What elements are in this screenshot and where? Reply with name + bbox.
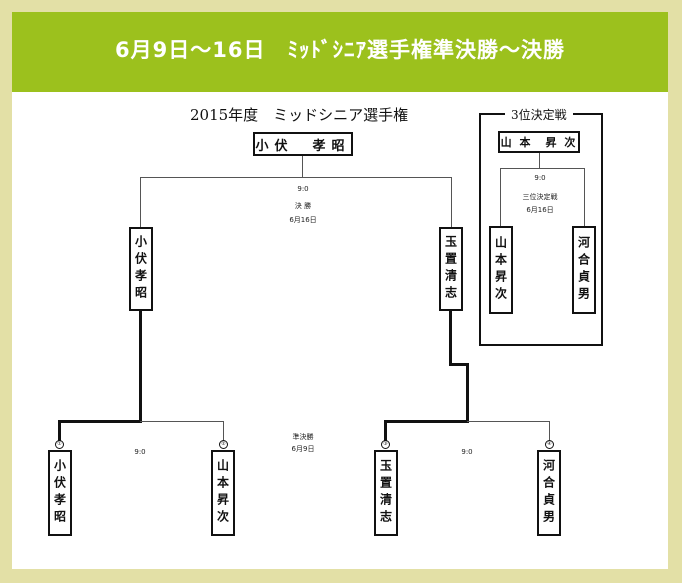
final-date: 6月16日 [289, 216, 317, 224]
banner-title: 6月9日～16日 ﾐｯﾄﾞｼﾆｱ選手権準決勝～決勝 [115, 38, 565, 62]
semi-right-winner-v1 [449, 311, 452, 365]
semi-right-loser-v [549, 421, 550, 445]
final-left-drop [140, 177, 141, 227]
seed-1-marker: ① [55, 440, 64, 449]
third-player-left: 山本昇次 [489, 226, 513, 314]
player-box: 小伏孝昭 [48, 450, 72, 536]
semi-right-winner-h2 [384, 420, 469, 423]
finalist-right: 玉置清志 [439, 227, 463, 311]
seed-4-marker: ④ [545, 440, 554, 449]
semi-right-winner-v3 [384, 420, 387, 445]
final-right-drop [451, 177, 452, 227]
semi-left-winner-v1 [139, 311, 142, 422]
finalist-left: 小伏孝昭 [129, 227, 153, 311]
third-right-drop [584, 168, 585, 226]
third-player-right: 河合貞男 [572, 226, 596, 314]
semi-round-label: 準決勝 [292, 433, 314, 441]
semi-right-loser-h [467, 421, 550, 422]
semi-left-loser-h [140, 421, 224, 422]
page-frame: 6月9日～16日 ﾐｯﾄﾞｼﾆｱ選手権準決勝～決勝 [12, 12, 668, 569]
player-box: 山本昇次 [211, 450, 235, 536]
player-box: 河合貞男 [537, 450, 561, 536]
semi-left-winner-v2 [58, 420, 61, 445]
champion-box: 小伏 孝昭 [253, 132, 353, 156]
semi-left-loser-v [223, 421, 224, 445]
third-round-label: 三位決定戦 [522, 193, 558, 201]
third-connector [539, 153, 540, 168]
semi-date: 6月9日 [291, 445, 315, 453]
seed-2-marker: ② [219, 440, 228, 449]
bracket-title: 2015年度 ミッドシニア選手権 [190, 106, 409, 124]
seed-3-marker: ③ [381, 440, 390, 449]
semi-right-score: 9:0 [461, 448, 473, 456]
final-round-label: 決 勝 [294, 202, 312, 210]
champion-connector [302, 156, 303, 178]
third-h-line [500, 168, 585, 169]
third-date: 6月16日 [526, 206, 554, 214]
third-place-winner-box: 山 本 昇 次 [498, 131, 580, 153]
final-score: 9:0 [297, 185, 309, 193]
semi-left-winner-h [58, 420, 142, 423]
header-banner: 6月9日～16日 ﾐｯﾄﾞｼﾆｱ選手権準決勝～決勝 [12, 12, 668, 92]
semi-left-score: 9:0 [134, 448, 146, 456]
player-box: 玉置清志 [374, 450, 398, 536]
third-score: 9:0 [534, 174, 546, 182]
semi-right-winner-h1 [449, 363, 469, 366]
semi-right-winner-v2 [466, 363, 469, 423]
final-h-line [140, 177, 452, 178]
third-place-title: 3位決定戦 [505, 106, 573, 123]
third-left-drop [500, 168, 501, 226]
